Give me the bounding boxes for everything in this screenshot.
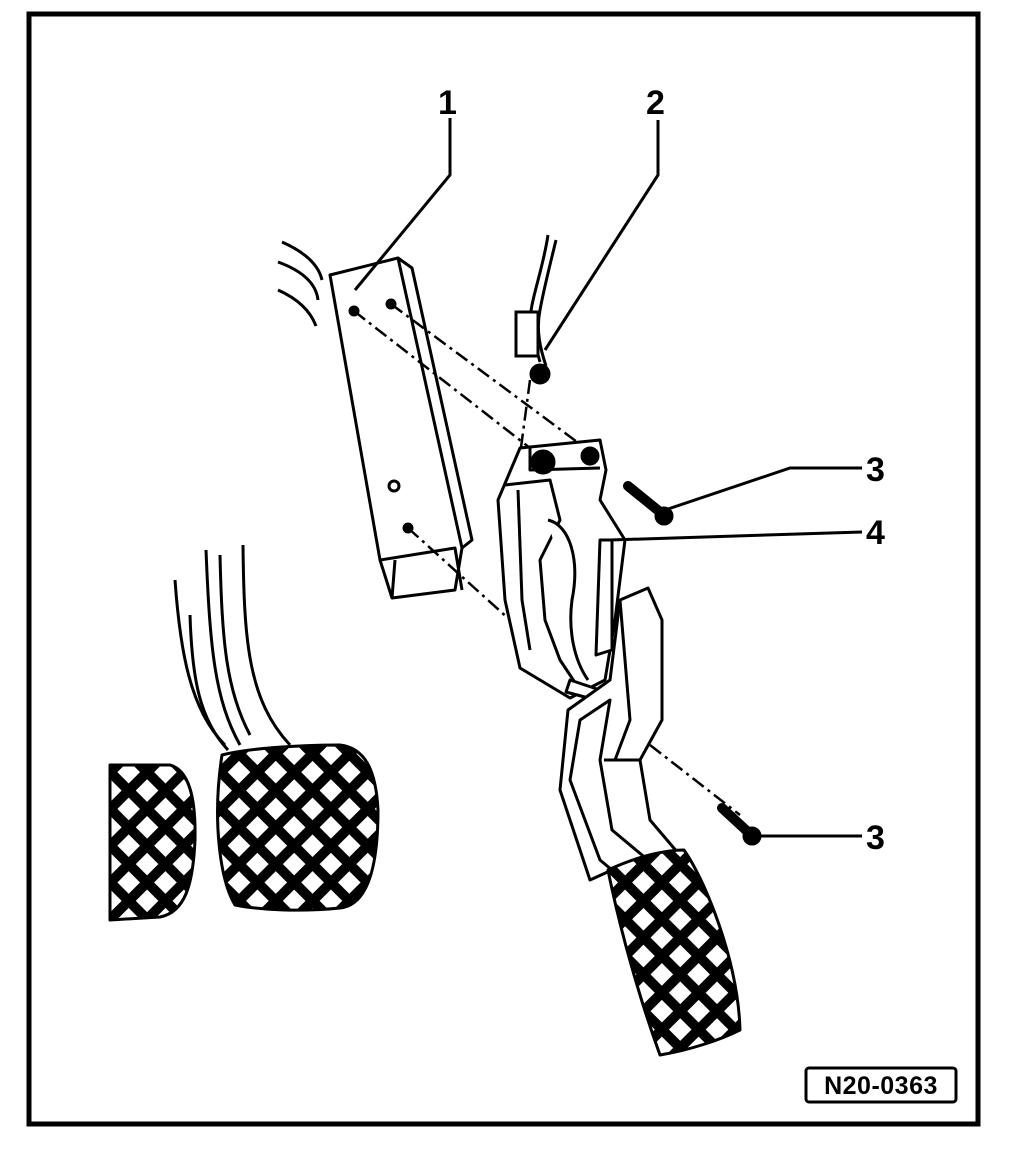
brake-and-clutch-pedals bbox=[108, 544, 380, 922]
alignment-lines bbox=[353, 302, 741, 816]
mounting-bracket bbox=[277, 240, 474, 600]
lower-bolt bbox=[717, 803, 753, 837]
callout-4: 4 bbox=[866, 514, 885, 552]
upper-bolt bbox=[623, 481, 665, 517]
callout-3-upper: 3 bbox=[866, 451, 885, 489]
leader-1 bbox=[353, 118, 452, 291]
figure-border bbox=[26, 11, 981, 1127]
callout-2: 2 bbox=[646, 84, 665, 122]
callout-3-lower: 3 bbox=[866, 819, 885, 857]
reference-code-box bbox=[804, 1066, 958, 1104]
leader-lines bbox=[353, 118, 863, 838]
callout-1: 1 bbox=[438, 84, 457, 122]
leader-3a bbox=[664, 466, 862, 512]
leader-4 bbox=[609, 530, 863, 542]
leader-2 bbox=[543, 120, 660, 351]
accelerator-pedal-module bbox=[496, 438, 742, 1057]
wiring-connector bbox=[514, 234, 558, 385]
reference-code: N20-0363 bbox=[824, 1072, 938, 1100]
